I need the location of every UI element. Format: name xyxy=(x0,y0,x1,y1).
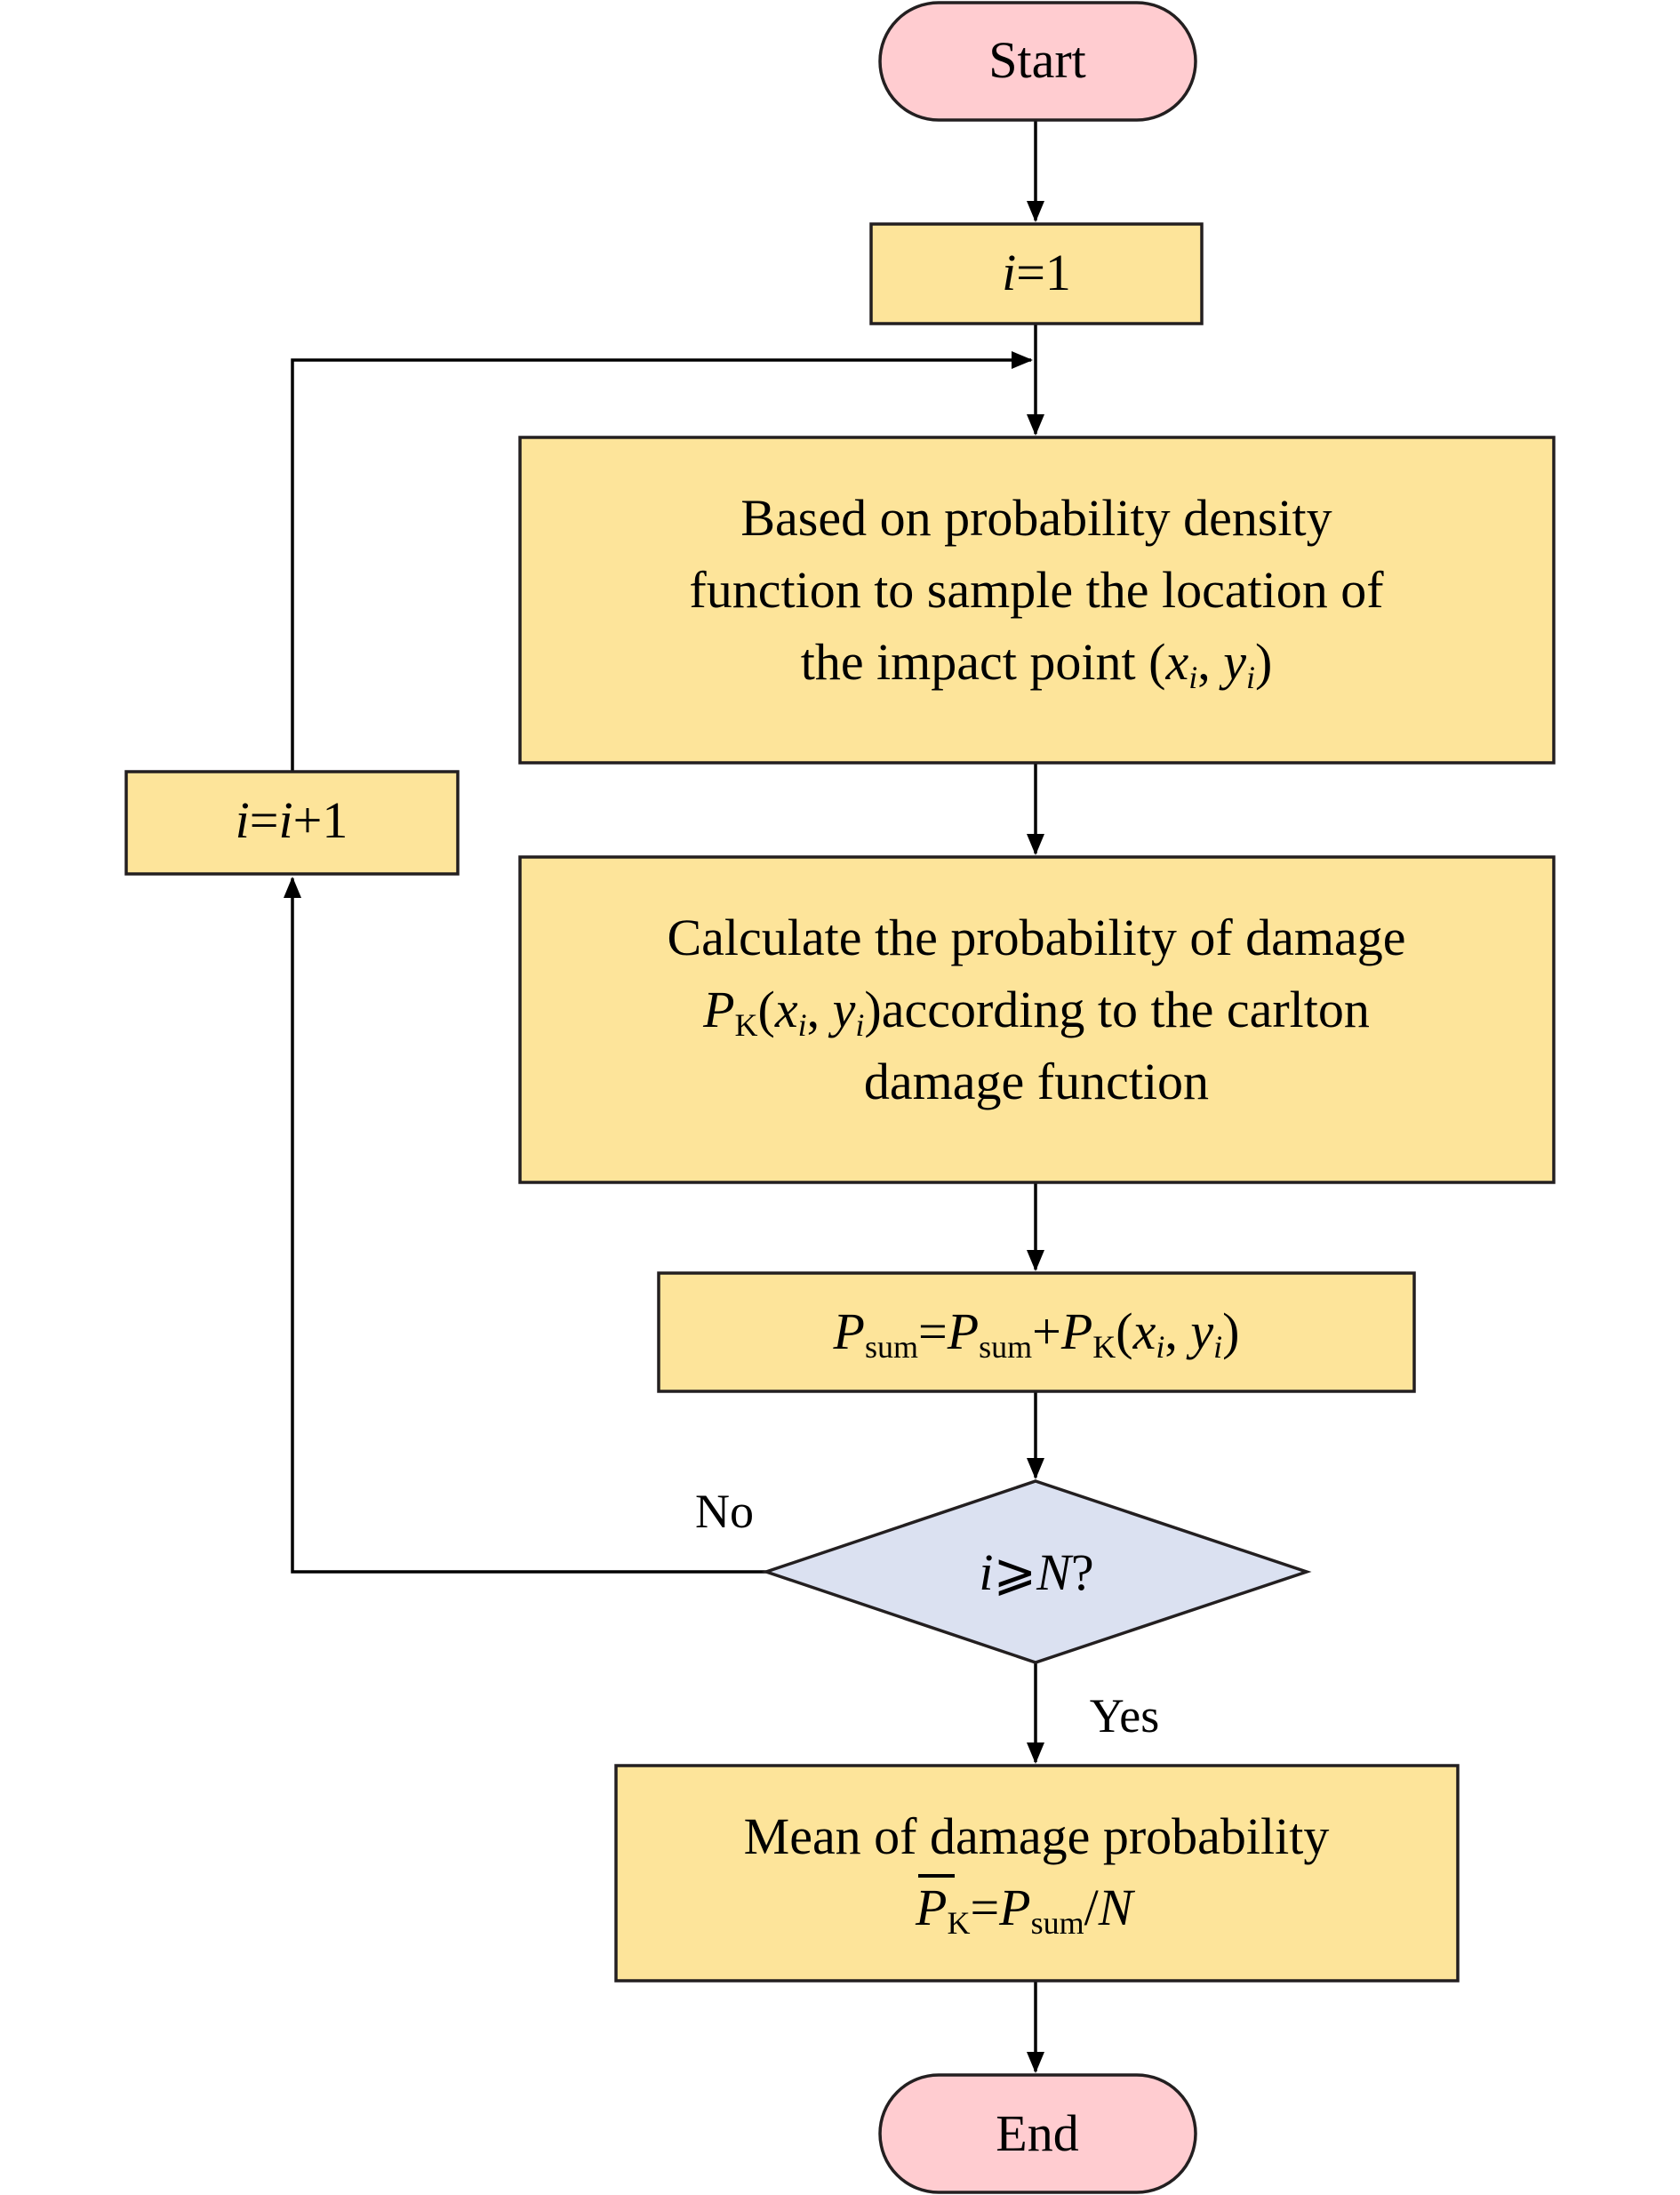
edge-decision-no-to-increment xyxy=(284,877,766,1574)
end-label: End xyxy=(996,2104,1078,2162)
calc-line1: Calculate the probability of damage xyxy=(667,909,1405,966)
sample-line3: the impact point (xi, yi) xyxy=(801,633,1273,695)
start-label: Start xyxy=(988,31,1086,89)
edge-increment-to-loop xyxy=(291,351,1033,772)
sample-line2: function to sample the location of xyxy=(689,561,1384,619)
decision-node: i⩾N? xyxy=(761,1479,1312,1664)
sum-label: Psum=Psum+PK(xi, yi) xyxy=(833,1302,1240,1365)
increment-label: i=i+1 xyxy=(236,791,348,849)
start-node: Start xyxy=(878,1,1197,122)
increment-node: i=i+1 xyxy=(124,770,460,876)
end-node: End xyxy=(878,2073,1197,2194)
edge-label-yes: Yes xyxy=(1090,1689,1160,1742)
connectors xyxy=(284,120,1044,2073)
mean-node: Mean of damage probability PK=Psum/N xyxy=(614,1764,1460,1983)
sample-line1: Based on probability density xyxy=(740,489,1332,547)
mean-p-bar-symbol: P xyxy=(915,1879,947,1936)
sample-node: Based on probability density function to… xyxy=(518,436,1556,765)
decision-label: i⩾N? xyxy=(979,1543,1093,1601)
init-label: i=1 xyxy=(1002,244,1071,301)
mean-line2: PK=Psum/N xyxy=(915,1879,1136,1941)
calc-node: Calculate the probability of damage PK(x… xyxy=(518,855,1556,1184)
edge-label-no: No xyxy=(695,1485,754,1538)
calc-line3: damage function xyxy=(864,1053,1209,1110)
calc-line2: PK(xi, yi)according to the carlton xyxy=(702,981,1370,1043)
init-node: i=1 xyxy=(869,222,1204,325)
sum-node: Psum=Psum+PK(xi, yi) xyxy=(657,1271,1416,1393)
mean-line1: Mean of damage probability xyxy=(744,1807,1330,1865)
